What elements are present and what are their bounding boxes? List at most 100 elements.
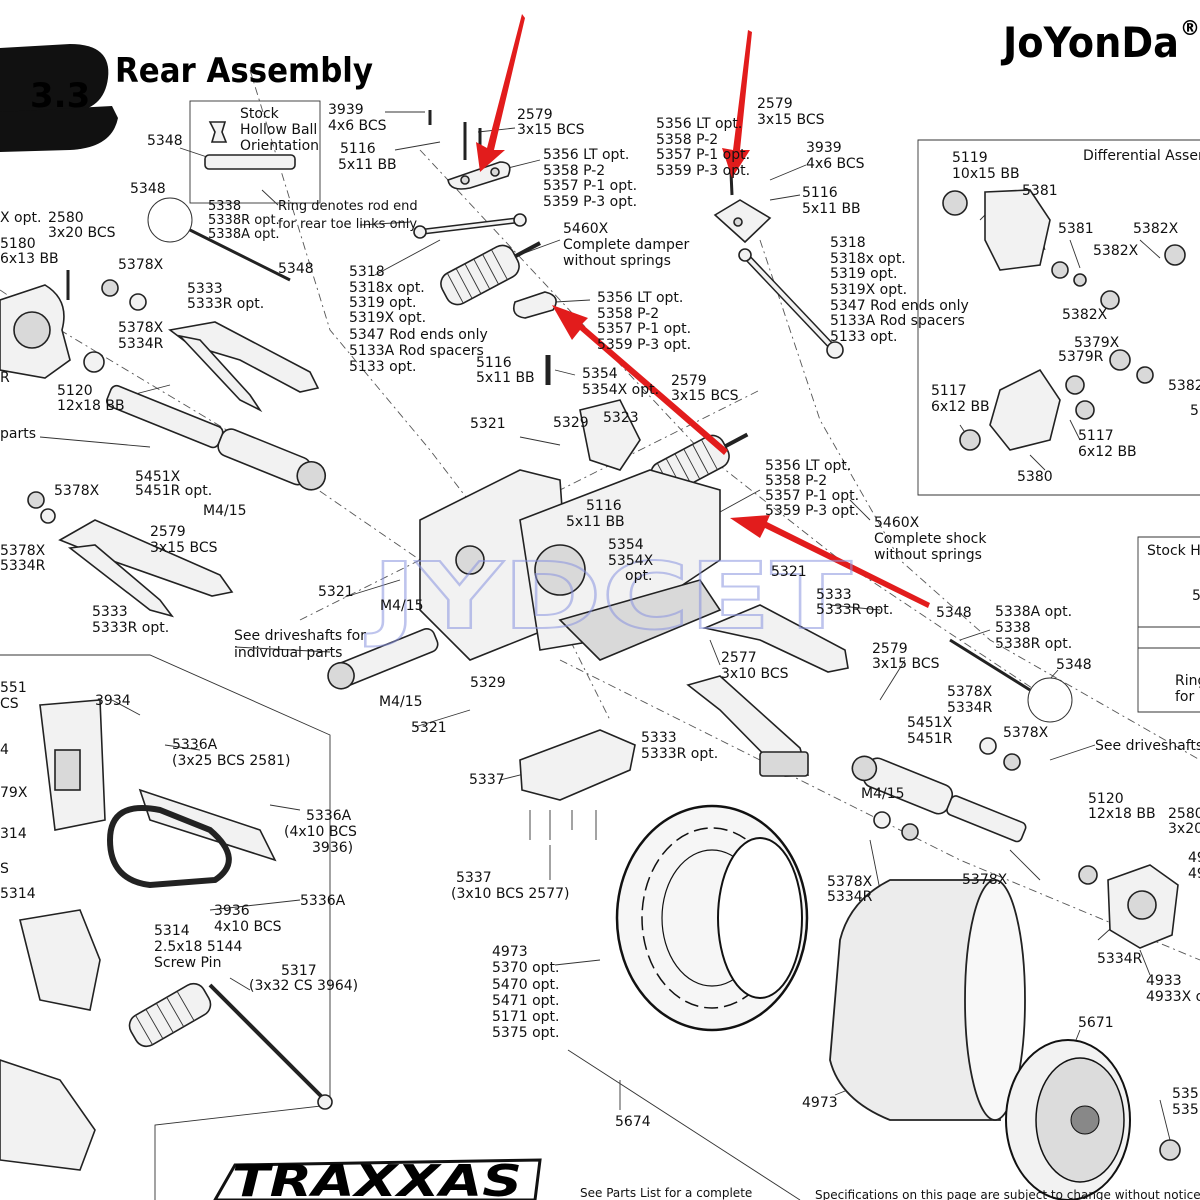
callout-5378X-h: 5378X	[962, 872, 1008, 888]
callout-2579-b: 2579	[671, 373, 707, 389]
part-callouts: 5348 3939 4x6 BCS 5116 5x11 BB 2579 3x15…	[0, 96, 1200, 1130]
callout-5329-b: 5329	[470, 675, 506, 691]
hub-carrier-right	[1078, 864, 1179, 949]
callout-5120-b: 5120	[1088, 791, 1124, 807]
callout-5119: 5119	[952, 150, 988, 166]
callout-5379R: 5379R	[1058, 349, 1104, 365]
callout-5348-c: 5348	[278, 261, 314, 277]
wheel	[1005, 1039, 1181, 1200]
callout-5116-c-spec: 5x11 BB	[566, 514, 625, 530]
callout-5117-a: 5117	[931, 383, 967, 399]
callout-5382-d: 5382	[1168, 378, 1200, 394]
callout-R: R	[0, 370, 10, 386]
callout-3934: 3934	[95, 693, 131, 709]
callout-5318x-b: 5318x opt.	[830, 251, 906, 267]
callout-5382X-b: 5382X	[1093, 243, 1139, 259]
callout-5358-a: 5358 P-2	[543, 163, 605, 179]
upper-link-left	[413, 213, 527, 239]
callout-5375: 5375 opt.	[492, 1025, 559, 1041]
callout-5357-b: 5357 P-1 opt.	[597, 321, 691, 337]
callout-2579-b-spec: 3x15 BCS	[671, 388, 739, 404]
callout-5333: 5333	[187, 281, 223, 297]
callout-551: 551	[0, 680, 27, 696]
callout-5378X-e: 5378X	[947, 684, 993, 700]
callout-79X: 79X	[0, 785, 28, 801]
callout-5333-d: 5333	[641, 730, 677, 746]
model-logo	[0, 44, 118, 152]
skid-plate	[519, 729, 636, 840]
callout-2580-b: 2580	[1168, 806, 1200, 822]
callout-4973-b: 4973	[802, 1095, 838, 1111]
stock-right-line1: Stock Ho	[1147, 543, 1200, 559]
callout-5334R-g: 5334R	[827, 889, 873, 905]
callout-5333-c: 5333	[816, 587, 852, 603]
callout-5336A-a: 5336A	[172, 737, 218, 753]
callout-551-cs: CS	[0, 696, 19, 712]
callout-5338-b: 5338	[995, 620, 1031, 636]
watermark: JYDCET	[364, 543, 852, 650]
part-illustrations	[0, 14, 1186, 1200]
callout-5381-b: 5381	[1058, 221, 1094, 237]
brand-name: JoYonDa	[1000, 18, 1179, 67]
callout-5451R: 5451R opt.	[135, 483, 212, 499]
callout-3939-b: 3939	[806, 140, 842, 156]
callout-2579-e: 2579	[757, 96, 793, 112]
callout-5359-a: 5359 P-3 opt.	[543, 194, 637, 210]
driveshafts-note-right: See driveshafts as	[1095, 738, 1200, 754]
callout-2579: 2579	[517, 107, 553, 123]
callout-M415-b: M4/15	[380, 598, 424, 614]
callout-5357-c: 5357 P-1 opt.	[765, 488, 859, 504]
callout-5336A-b-spec1: (4x10 BCS	[284, 824, 357, 840]
callout-3936-spec: 4x10 BCS	[214, 919, 282, 935]
callout-5378X-a: 5378X	[118, 257, 164, 273]
callout-M415-c: M4/15	[379, 694, 423, 710]
box-labels: Stock Hollow Ball Orientation Differenti…	[240, 106, 1200, 705]
callout-5337-b: 5337	[456, 870, 492, 886]
callout-314-a: 314	[0, 826, 27, 842]
callout-4933: 4933	[1146, 973, 1182, 989]
callout-5319X-b: 5319X opt.	[830, 282, 907, 298]
callout-5354-opt: opt.	[625, 568, 652, 584]
callout-2579-d-spec: 3x15 BCS	[872, 656, 940, 672]
callout-5117-b: 5117	[1078, 428, 1114, 444]
differential-assembly-title: Differential Assemb	[1083, 148, 1200, 164]
callout-5314-a: 5314	[0, 886, 36, 902]
stock-right-line3: Ring	[1175, 673, 1200, 689]
chassis-center	[419, 399, 722, 661]
callout-5358-c: 5358 P-2	[765, 473, 827, 489]
callout-5333-b: 5333	[92, 604, 128, 620]
callout-5333R-c: 5333R opt.	[816, 602, 893, 618]
shock-mount-right-top	[713, 199, 772, 244]
inset-parts	[0, 699, 277, 1171]
callout-5321-b: 5321	[771, 564, 807, 580]
callout-5354X: 5354X opt.	[582, 382, 659, 398]
callout-5116-d-spec: 5x11 BB	[802, 201, 861, 217]
callout-5-diff: 5	[1190, 403, 1199, 419]
callout-5314-b-spec: 2.5x18 5144	[154, 939, 243, 955]
stock-right-line2: 5	[1192, 588, 1200, 604]
hub-carrier-left	[0, 284, 71, 379]
callout-5334R-b: 5334R	[118, 336, 164, 352]
callout-5321-d: 5321	[411, 720, 447, 736]
callout-5323: 5323	[603, 410, 639, 426]
callout-5318-b: 5318	[830, 235, 866, 251]
callout-5356-a: 5356 LT opt.	[543, 147, 629, 163]
callout-5116-b-spec: 5x11 BB	[476, 370, 535, 386]
callout-5359-d: 5359 P-3 opt.	[656, 163, 750, 179]
lower-arm-left	[58, 519, 234, 618]
stock-orientation-line1: Stock	[240, 106, 280, 122]
callout-5317: 5317	[281, 963, 317, 979]
callout-5317-spec: (3x32 CS 3964)	[249, 978, 358, 994]
callout-5318x: 5318x opt.	[349, 280, 425, 296]
callout-5336A-b-spec2: 3936)	[312, 840, 353, 856]
callout-49-b: 49	[1188, 866, 1200, 882]
stock-orientation-line3: Orientation	[240, 138, 319, 154]
callout-5334R-e: 5334R	[947, 700, 993, 716]
callout-5336A-b: 5336A	[306, 808, 352, 824]
callout-5451X: 5451X	[135, 469, 181, 485]
driveshaft-right	[851, 755, 1027, 843]
callout-3939-b-spec: 4x6 BCS	[806, 156, 865, 172]
red-arrow-3	[552, 305, 728, 455]
callout-5381-a: 5381	[1022, 183, 1058, 199]
